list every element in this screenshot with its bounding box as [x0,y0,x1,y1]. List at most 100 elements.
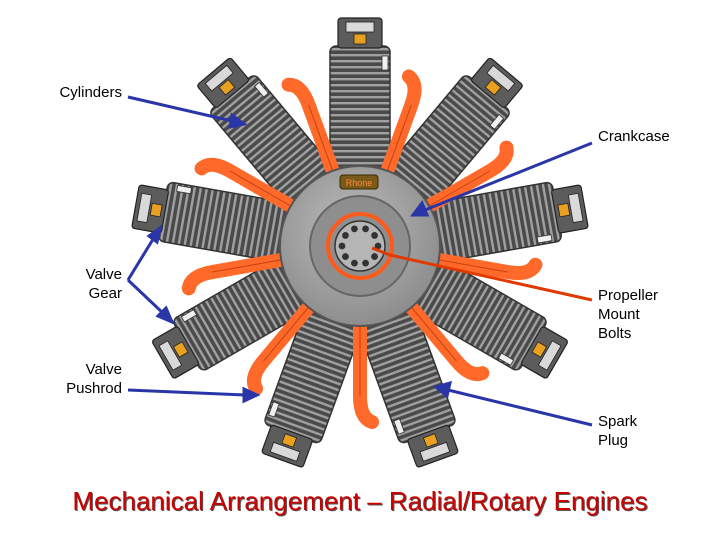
bolt [371,232,378,239]
rocker-arm [158,340,183,371]
badge-plate [339,174,379,190]
valve-spring [353,33,367,45]
cylinder [357,304,459,468]
intake-pipe [181,251,299,296]
rocker-arm [486,64,516,92]
spark-plug [268,401,280,418]
valve-spring [531,341,548,358]
valve-pushrod [181,251,299,296]
callout-valve-gear-a-arrow [146,224,163,245]
callouts [126,95,593,427]
bolt [342,232,349,239]
badge-text: Rhone [346,178,373,188]
intake-pipe [421,251,543,281]
spark-plug [489,114,505,130]
callout-spark-plug [447,388,593,427]
valve-gear [152,326,200,379]
rocker-arm [269,441,301,462]
spark-plug [536,234,553,244]
callout-pushrod-arrow [242,386,261,404]
callout-crankcase-arrow [410,200,430,217]
spark-plug [497,352,515,366]
spark-plug [180,309,198,323]
callout-pushrod [127,388,246,397]
valve-spring [484,79,502,96]
bolt [371,253,378,260]
valve-pushrod [247,292,323,396]
label-crankcase: Crankcase [598,128,670,145]
pushrod-edge [404,299,457,362]
label-propeller-mount-bolts: Propeller Mount Bolts [598,287,659,342]
intake-pipe [194,157,307,218]
bolt [362,259,369,267]
intake-pipe [247,292,323,396]
spark-plug [381,55,389,71]
bolt [374,242,382,250]
valve-gear [197,57,249,108]
callout-valve-gear-a [126,235,157,281]
propeller-mount-bolts [338,225,382,267]
pushrod-edge [212,257,292,273]
valve-spring [557,202,571,218]
callout-spark-plug-arrow [432,380,453,399]
rocker-arm [567,192,584,224]
pushrod-edge [420,170,491,212]
intake-pipe [376,69,422,188]
intake-pipe [413,140,514,218]
pushrod-edge [383,104,412,181]
pushrod-edge [428,257,508,273]
rocker-arm [419,441,451,462]
valve-gear [520,326,568,379]
rocker-arm [537,340,562,371]
pushrod-edge [308,104,337,181]
spark-plug [176,184,192,195]
spark-plug [254,81,269,98]
label-spark-plug: Spark Plug [598,413,638,449]
cylinder-group [131,17,589,468]
bolt [342,253,349,260]
callout-cylinders-arrow [228,112,248,129]
intake-pipe [397,292,490,382]
page-title: Mechanical Arrangement – Radial/Rotary E… [72,486,648,516]
spark-plug [393,418,405,435]
intake-pipe [281,77,344,188]
label-valve-gear: Valve Gear [85,266,122,302]
rocker-arm [345,21,375,33]
valve-spring [281,433,298,448]
valve-pushrod [376,69,422,188]
callout-valve-gear-b-arrow [155,305,175,325]
bolt [338,242,346,250]
valve-gear [261,424,313,468]
valve-pushrod [421,251,543,281]
valve-gear [407,424,459,468]
cylinder [408,257,568,379]
bolt [351,225,358,233]
callout-valve-gear-b [126,278,167,317]
valve-spring [149,202,163,218]
pushrod-group [181,69,543,429]
crankcase: Rhone [279,165,441,327]
callout-cylinders [127,95,233,123]
cylinder [152,257,312,379]
bolt [351,259,358,267]
valve-spring [422,433,439,448]
rocker-arm [204,64,234,92]
valve-pushrod [413,140,514,218]
bolt [362,225,369,233]
valve-spring [172,341,189,358]
valve-pushrod [397,292,490,382]
label-cylinders: Cylinders [59,84,122,101]
pushrod-edge [229,170,300,212]
callout-propeller [371,246,593,302]
cylinder [131,181,295,263]
valve-pushrod [353,309,379,429]
cylinder [425,181,589,263]
valve-pushrod [281,77,344,188]
cylinder-barrel [329,45,391,175]
cylinder [261,304,363,468]
label-valve-pushrod: Valve Pushrod [66,361,122,397]
rocker-arm [136,192,153,224]
callout-crankcase [424,141,593,212]
pushrod-edge [263,299,316,362]
